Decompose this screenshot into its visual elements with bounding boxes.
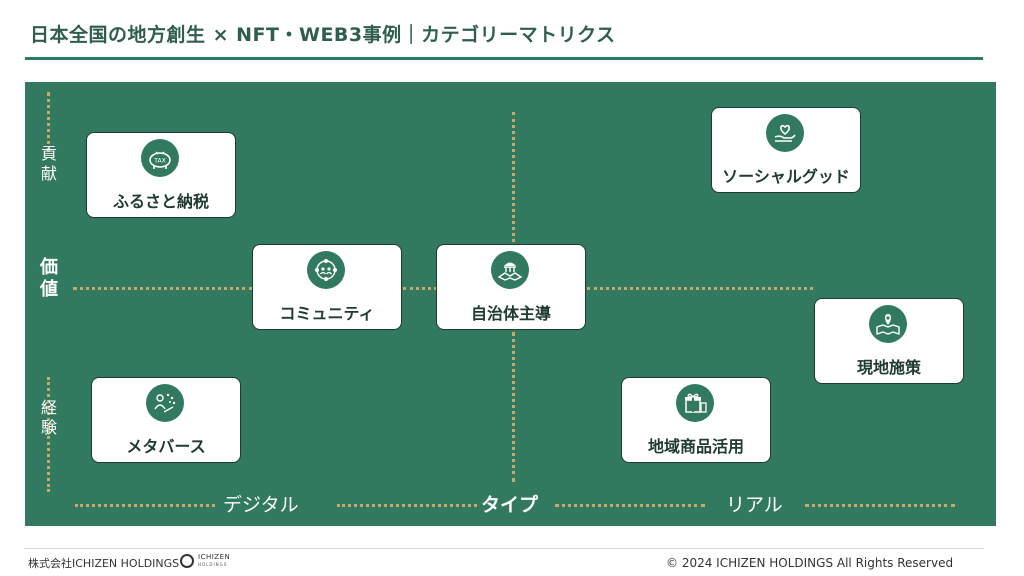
value-line-right: [587, 287, 813, 290]
map-pin-icon: [869, 305, 907, 343]
copyright: © 2024 ICHIZEN HOLDINGS All Rights Reser…: [666, 556, 954, 570]
category-matrix: 貢献 価値 経験 デジタル タイプ リアル TAX ふるさと納税 ソーシャルグッ…: [25, 82, 996, 526]
piggy-bank-tax-icon: TAX: [141, 139, 179, 177]
category-card-local-products: 地域商品活用: [621, 377, 771, 463]
category-label: 地域商品活用: [647, 437, 744, 456]
logo-mark-icon: [180, 554, 194, 568]
company-logo: ICHIZEN HOLDINGS: [180, 553, 244, 571]
type-line-top: [512, 112, 515, 242]
value-line-left: [73, 287, 253, 290]
x-axis-dots-3: [555, 504, 705, 507]
x-axis-dots-2: [337, 504, 477, 507]
x-axis-label-left: デジタル: [223, 494, 299, 516]
community-network-icon: [307, 251, 345, 289]
company-name: 株式会社ICHIZEN HOLDINGS: [28, 557, 180, 570]
category-card-local-measures: 現地施策: [814, 298, 964, 384]
category-card-social-good: ソーシャルグッド: [711, 107, 861, 193]
category-card-furusato: TAX ふるさと納税: [86, 132, 236, 218]
category-label: ふるさと納税: [112, 192, 209, 211]
category-label: コミュニティ: [279, 304, 375, 323]
footer-divider: [25, 548, 983, 549]
category-label: ソーシャルグッド: [722, 167, 850, 186]
x-axis-dots-1: [75, 504, 215, 507]
page-title: 日本全国の地方創生 × NFT・WEB3事例｜カテゴリーマトリクス: [30, 24, 616, 46]
y-axis-dots-bottom: [47, 377, 50, 492]
type-line-bottom: [512, 332, 515, 482]
y-axis-label-middle: 価値: [40, 257, 58, 300]
x-axis-label-right: リアル: [726, 494, 783, 516]
x-axis-dots-4: [805, 504, 955, 507]
government-handshake-icon: [491, 251, 529, 289]
logo-sub: HOLDINGS: [198, 562, 228, 567]
value-line-mid: [403, 287, 437, 290]
x-axis-label-middle: タイプ: [481, 494, 539, 516]
y-axis-dots-top: [47, 92, 50, 152]
y-axis-label-bottom: 経験: [40, 398, 57, 437]
metaverse-person-icon: [146, 384, 184, 422]
category-label: 現地施策: [856, 358, 921, 377]
category-card-municipality: 自治体主導: [436, 244, 586, 330]
svg-text:TAX: TAX: [153, 158, 165, 165]
logo-name: ICHIZEN: [198, 553, 231, 561]
title-divider: [25, 57, 983, 60]
gift-box-icon: [676, 384, 714, 422]
category-label: メタバース: [126, 437, 206, 456]
y-axis-label-top: 貢献: [40, 144, 57, 183]
category-card-community: コミュニティ: [252, 244, 402, 330]
category-label: 自治体主導: [470, 304, 551, 323]
heart-hand-icon: [766, 114, 804, 152]
category-card-metaverse: メタバース: [91, 377, 241, 463]
